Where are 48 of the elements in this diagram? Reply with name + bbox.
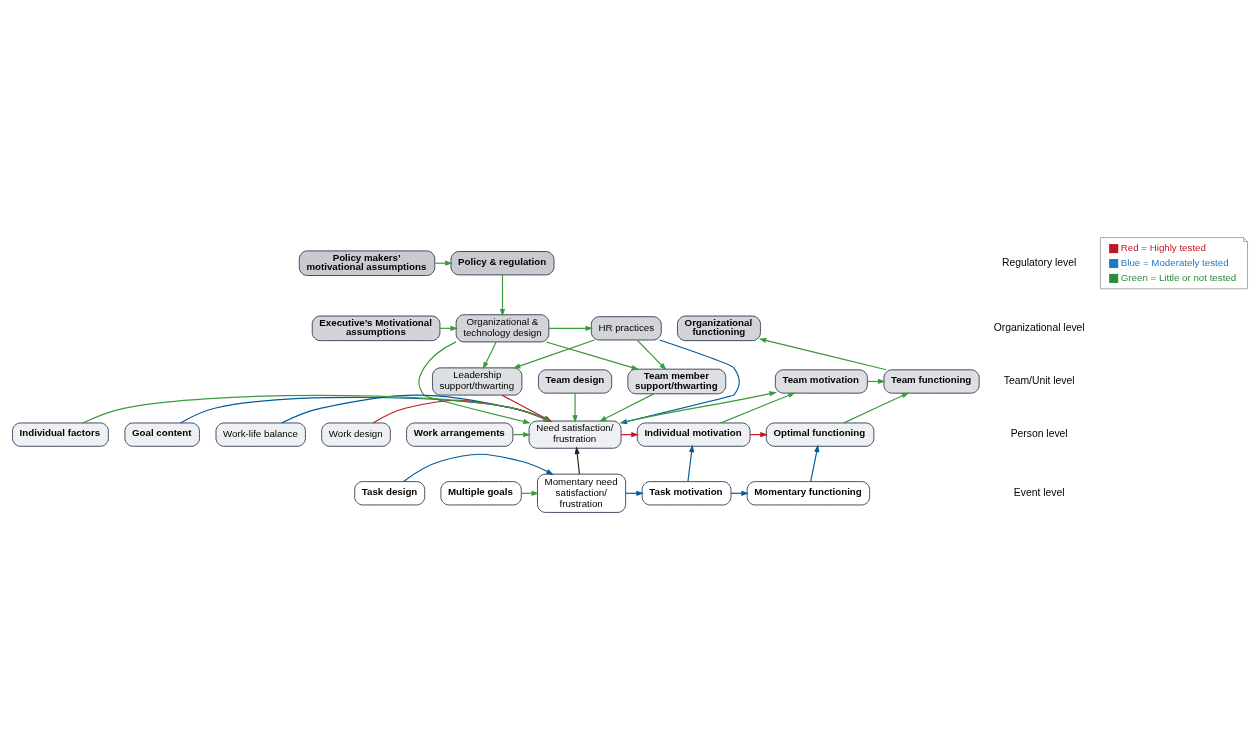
legend-label: Red = Highly tested bbox=[1120, 241, 1206, 253]
node-box: Momentary need satisfaction/ frustration bbox=[537, 473, 627, 513]
node-box: Policy & regulation bbox=[450, 251, 555, 276]
node-box: Leadership support/thwarting bbox=[432, 367, 523, 396]
arrow bbox=[482, 341, 497, 370]
node-box: Executive’s Motivational assumptions bbox=[311, 315, 441, 342]
node-box: Work design bbox=[321, 422, 391, 447]
label: Event level bbox=[1013, 486, 1065, 498]
arrow bbox=[402, 453, 554, 483]
arrow bbox=[720, 392, 796, 424]
arrow bbox=[687, 444, 695, 483]
node-box: Optimal functioning bbox=[765, 422, 875, 447]
node-box: Work arrangements bbox=[406, 422, 514, 447]
node-box: Task motivation bbox=[641, 481, 732, 506]
node-box: Momentary functioning bbox=[746, 481, 871, 506]
legend-label: Blue = Moderately tested bbox=[1120, 256, 1229, 268]
node-box: Team design bbox=[538, 369, 613, 394]
arrow bbox=[574, 446, 581, 475]
arrow bbox=[572, 392, 578, 423]
label: Team/Unit level bbox=[1003, 374, 1075, 386]
node-box: Need satisfaction/ frustration bbox=[528, 420, 622, 449]
node-box: Task design bbox=[354, 481, 426, 506]
node-box: Team member support/thwarting bbox=[627, 368, 727, 395]
arrow bbox=[512, 339, 596, 369]
node-box: Multiple goals bbox=[440, 481, 522, 506]
arrow bbox=[545, 341, 640, 371]
arrow bbox=[548, 325, 593, 331]
label: Regulatory level bbox=[1002, 256, 1077, 268]
label: Person level bbox=[1010, 428, 1068, 440]
node-box: Goal content bbox=[124, 422, 200, 447]
node-box: Organizational functioning bbox=[677, 315, 761, 342]
arrow bbox=[499, 274, 506, 317]
arrow bbox=[418, 341, 531, 425]
legend-label: Green = Little or not tested bbox=[1120, 271, 1237, 283]
arrow bbox=[843, 392, 910, 424]
node-box: Team motivation bbox=[774, 369, 868, 394]
node-box: Policy makers’ motivational assumptions bbox=[298, 250, 436, 276]
arrow bbox=[599, 393, 655, 422]
node-box: Organizational & technology design bbox=[455, 314, 550, 343]
node-box: Team functioning bbox=[883, 369, 980, 394]
node-box: Individual factors bbox=[12, 422, 109, 447]
label: Organizational level bbox=[993, 321, 1085, 333]
node-box: Work-life balance bbox=[215, 422, 306, 447]
arrow bbox=[636, 339, 667, 371]
arrow bbox=[758, 337, 887, 371]
node-box: HR practices bbox=[590, 316, 662, 341]
arrow bbox=[810, 444, 820, 483]
node-box: Individual motivation bbox=[636, 422, 751, 447]
